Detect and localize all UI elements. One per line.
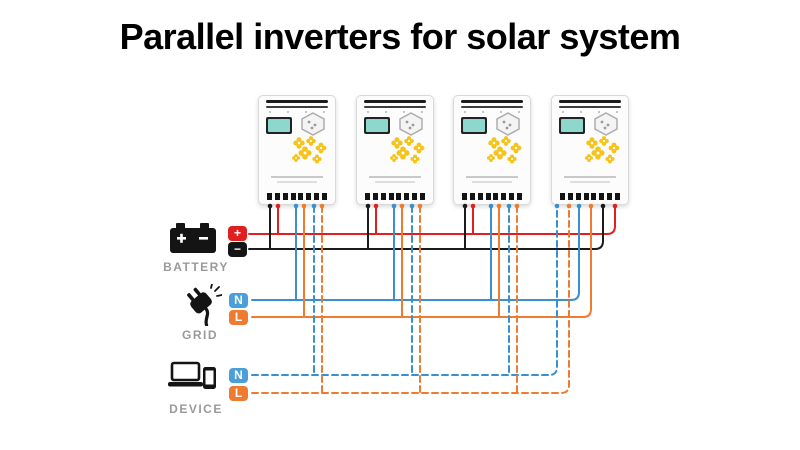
inverter-negative-taps (269, 205, 466, 250)
device-live-bus (251, 205, 570, 394)
screw-dots (269, 111, 325, 113)
laptop-phone-icon (168, 361, 216, 389)
device-live-badge: L (229, 386, 248, 401)
vent-bar (559, 106, 621, 108)
display-screen (268, 119, 290, 132)
inverter-positive-taps (277, 205, 474, 235)
vent-bar (364, 106, 426, 108)
inverter-device-neutral-taps (313, 205, 510, 376)
screw-dots (464, 111, 520, 113)
screw-dots (562, 111, 618, 113)
hexagon-logo-icon (594, 112, 618, 136)
battery-positive-bus (248, 205, 616, 235)
model-text-placeholder (375, 181, 415, 183)
hexagon-logo-icon (399, 112, 423, 136)
model-text-placeholder (466, 176, 518, 178)
flower-decal-icon (487, 136, 522, 164)
device-neutral-badge: N (229, 368, 248, 383)
model-text-placeholder (271, 176, 323, 178)
flower-decal-icon (585, 136, 620, 164)
vent-bar (266, 106, 328, 108)
plug-icon (187, 284, 222, 326)
terminal-strip (560, 193, 620, 200)
inverter-grid-neutral-taps (295, 205, 492, 301)
hexagon-logo-icon (496, 112, 520, 136)
inverter-unit (258, 95, 336, 205)
battery-negative-bus (248, 205, 604, 250)
grid-label: GRID (182, 328, 218, 342)
inverter-device-live-taps (321, 205, 518, 394)
battery-positive-badge: + (228, 226, 247, 241)
battery-label: BATTERY (163, 260, 229, 274)
grid-neutral-bus (251, 205, 580, 301)
model-text-placeholder (277, 181, 317, 183)
vent-bar (461, 100, 523, 103)
model-text-placeholder (472, 181, 512, 183)
device-neutral-bus (251, 205, 558, 376)
model-text-placeholder (564, 176, 616, 178)
grid-live-badge: L (229, 310, 248, 325)
model-text-placeholder (369, 176, 421, 178)
inverter-unit (356, 95, 434, 205)
terminal-strip (365, 193, 425, 200)
display-screen (366, 119, 388, 132)
inverter-display (266, 117, 292, 134)
inverter-unit (551, 95, 629, 205)
inverter-grid-live-taps (303, 205, 500, 318)
vent-bar (461, 106, 523, 108)
inverter-display (461, 117, 487, 134)
inverter-unit (453, 95, 531, 205)
vent-bar (364, 100, 426, 103)
battery-icon (170, 223, 216, 253)
page-title: Parallel inverters for solar system (119, 16, 681, 57)
grid-neutral-badge: N (229, 293, 248, 308)
vent-bar (559, 100, 621, 103)
screw-dots (367, 111, 423, 113)
flower-decal-icon (390, 136, 425, 164)
terminal-strip (462, 193, 522, 200)
grid-live-bus (251, 205, 592, 318)
terminal-strip (267, 193, 327, 200)
device-label: DEVICE (169, 402, 223, 416)
display-screen (463, 119, 485, 132)
battery-negative-badge: − (228, 242, 247, 257)
inverter-display (559, 117, 585, 134)
flower-decal-icon (292, 136, 327, 164)
hexagon-logo-icon (301, 112, 325, 136)
vent-bar (266, 100, 328, 103)
display-screen (561, 119, 583, 132)
inverter-display (364, 117, 390, 134)
model-text-placeholder (570, 181, 610, 183)
